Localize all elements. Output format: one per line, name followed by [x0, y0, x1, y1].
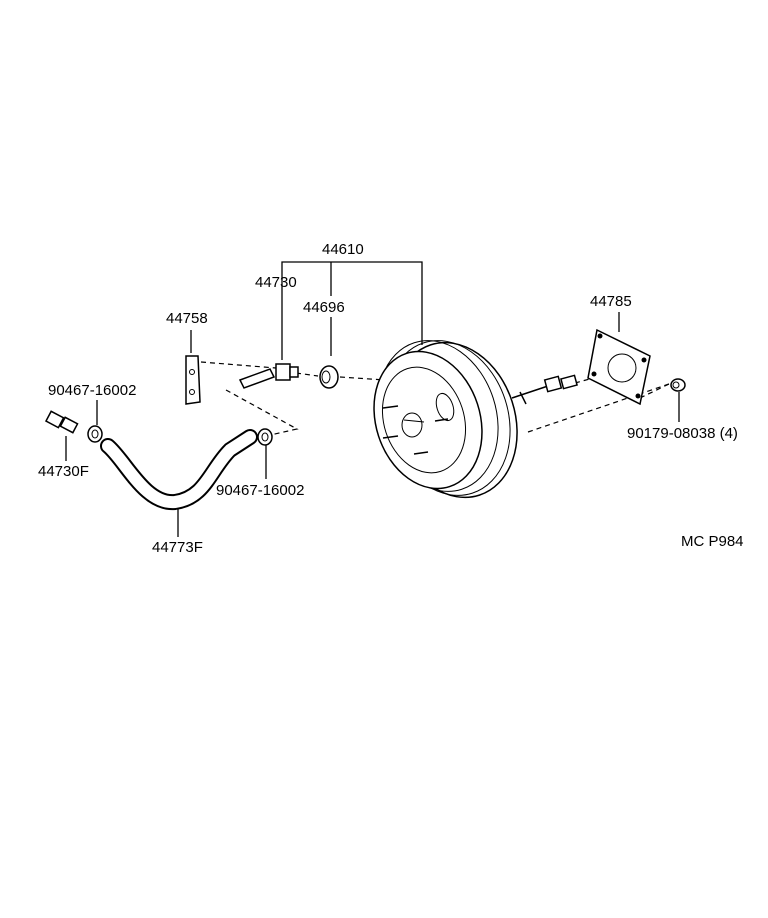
label-clip-right: 90467-16002	[216, 482, 304, 499]
clip-right	[257, 428, 273, 446]
brake-booster-body	[373, 340, 578, 499]
label-bracket: 44758	[166, 310, 208, 327]
grommet	[319, 365, 339, 389]
label-grommet: 44696	[303, 299, 345, 316]
label-nut: 90179-08038 (4)	[627, 425, 738, 442]
label-vacuum-hose: 44773F	[152, 539, 203, 556]
gasket	[587, 328, 651, 406]
union-fitting	[44, 410, 79, 434]
label-check-valve: 44730	[255, 274, 297, 291]
label-union-fitting: 44730F	[38, 463, 89, 480]
label-gasket: 44785	[590, 293, 632, 310]
leader-lines	[65, 261, 680, 537]
label-clip-left: 90467-16002	[48, 382, 136, 399]
label-booster-assembly: 44610	[322, 241, 364, 258]
check-valve	[238, 363, 299, 389]
nut	[670, 378, 686, 392]
label-diagram-code: MC P984	[681, 533, 744, 550]
assembly-dashed-lines	[200, 361, 670, 437]
clip-left	[87, 425, 103, 443]
vacuum-hose	[100, 429, 258, 511]
bracket	[185, 355, 201, 405]
